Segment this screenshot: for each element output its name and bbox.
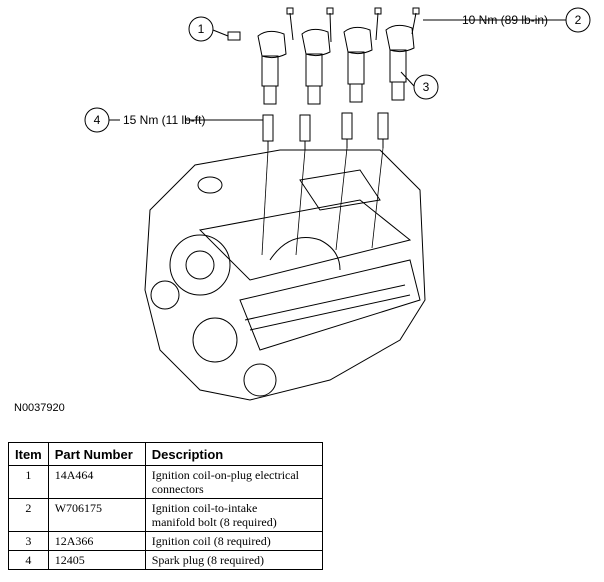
header-description: Description (144, 442, 323, 466)
description-cell: Ignition coil (8 required) (144, 531, 323, 551)
coil-bolts (286, 7, 420, 43)
callout-2-number: 2 (575, 13, 582, 27)
callout-1-number: 1 (198, 22, 205, 36)
table-row: 1 14A464 Ignition coil-on-plug electrica… (8, 465, 323, 499)
callout-4-torque-label: 15 Nm (11 lb-ft) (123, 113, 205, 127)
description-cell: Spark plug (8 required) (144, 550, 323, 570)
item-cell: 3 (8, 531, 49, 551)
engine-exploded-diagram: 1 2 3 4 10 Nm (89 lb-in) 15 Nm (11 lb-ft… (84, 7, 591, 401)
callout-4-circle (84, 107, 110, 133)
install-lines (261, 147, 384, 256)
item-cell: 1 (8, 465, 49, 499)
callout-2-torque-label: 10 Nm (89 lb-in) (462, 13, 548, 27)
description-line: Ignition coil-on-plug electrical (151, 468, 300, 482)
description-line: Ignition coil-to-intake (151, 501, 258, 515)
callout-1-circle (188, 16, 214, 42)
spark-plugs (262, 112, 389, 150)
engine-block (144, 149, 426, 401)
table-header-row: Item Part Number Description (8, 442, 323, 466)
coil-connector (227, 31, 241, 41)
part-number-cell: 14A464 (47, 465, 146, 499)
table-row: 3 12A366 Ignition coil (8 required) (8, 531, 323, 551)
description-line: Ignition coil (8 required) (151, 534, 271, 548)
callout-4-number: 4 (94, 113, 101, 127)
callout-2-circle (565, 7, 591, 33)
leader-lines (109, 19, 566, 121)
part-number-cell: 12A366 (47, 531, 146, 551)
ignition-coils (227, 24, 415, 105)
parts-table: Item Part Number Description 1 14A464 Ig… (8, 442, 323, 570)
callout-3-circle (413, 74, 439, 100)
description-line: manifold bolt (8 required) (151, 515, 277, 529)
header-part-number: Part Number (47, 442, 146, 466)
header-item: Item (8, 442, 49, 466)
description-line: Spark plug (8 required) (151, 553, 265, 567)
description-line: connectors (151, 482, 204, 496)
item-cell: 4 (8, 550, 49, 570)
part-number-cell: 12405 (47, 550, 146, 570)
callout-3-number: 3 (423, 80, 430, 94)
item-cell: 2 (8, 498, 49, 532)
figure-id: N0037920 (14, 402, 65, 414)
part-number-cell: W706175 (47, 498, 146, 532)
table-row: 4 12405 Spark plug (8 required) (8, 550, 323, 570)
